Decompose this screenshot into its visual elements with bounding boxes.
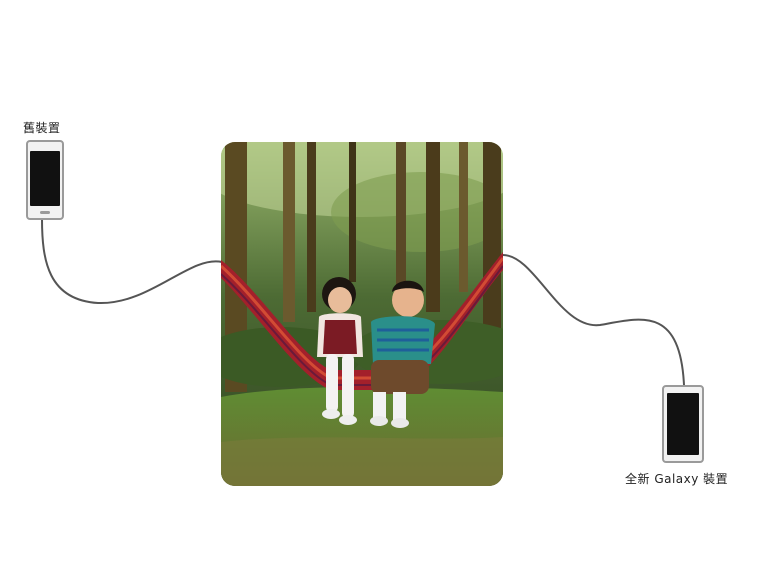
new-device-label: 全新 Galaxy 裝置 <box>625 472 729 486</box>
old-device-label: 舊裝置 <box>23 121 61 135</box>
phone-home-button <box>40 211 50 214</box>
children-hammock-photo <box>221 142 503 486</box>
new-device-phone-icon <box>662 385 704 463</box>
old-device-phone-icon <box>26 140 64 220</box>
phone-screen <box>667 393 699 455</box>
phone-screen <box>30 151 60 206</box>
